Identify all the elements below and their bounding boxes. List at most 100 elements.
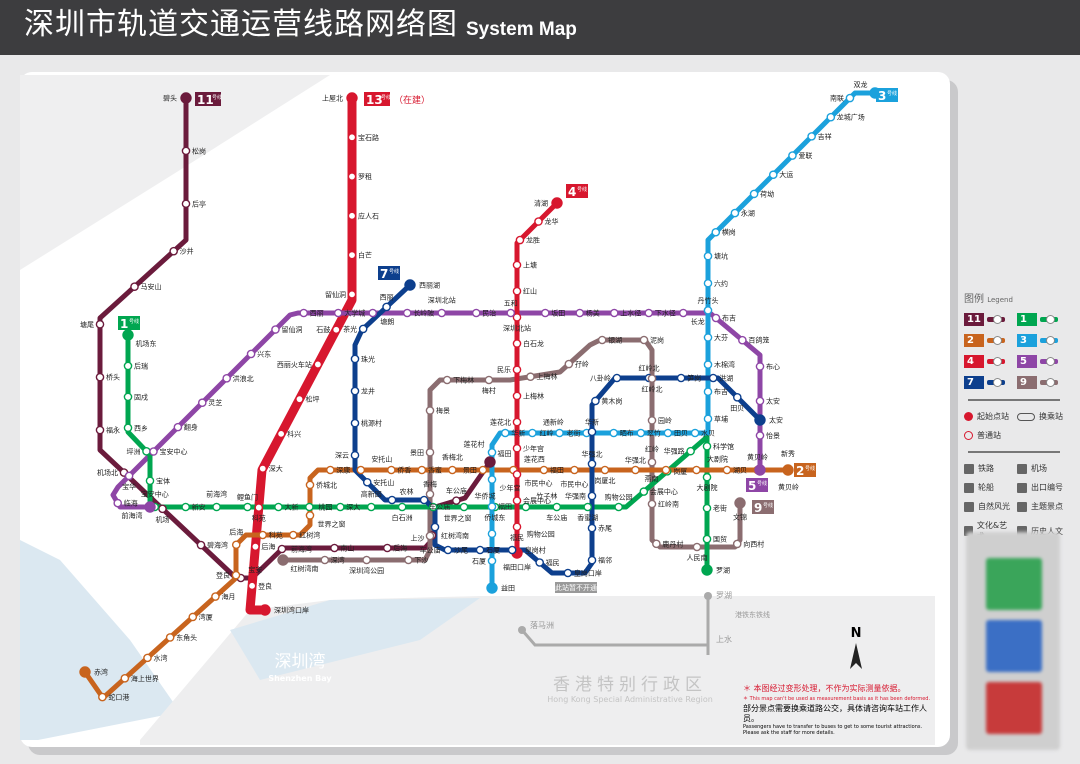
station-marker[interactable] [722,465,732,475]
station-marker[interactable] [254,503,264,512]
station-marker[interactable] [350,450,360,460]
station-marker[interactable] [402,308,412,318]
station-marker[interactable] [258,530,268,540]
station-marker[interactable] [512,391,522,401]
station-marker[interactable] [231,540,241,550]
station-marker[interactable] [347,132,357,142]
station-marker[interactable] [196,540,206,550]
station-marker[interactable] [475,545,485,555]
station-marker[interactable] [733,393,742,402]
station-marker[interactable] [644,308,654,318]
station-marker[interactable] [326,465,335,475]
station-marker[interactable] [512,339,522,348]
station-marker[interactable] [575,308,585,318]
station-marker[interactable] [330,543,339,553]
station-marker[interactable] [335,502,345,512]
station-marker[interactable] [703,360,713,369]
station-marker[interactable] [350,418,360,428]
station-marker[interactable] [636,428,646,438]
station-marker[interactable] [305,480,315,490]
station-marker[interactable] [597,335,607,345]
station-marker[interactable] [631,465,640,475]
station-marker[interactable] [383,543,392,553]
station-marker[interactable] [425,531,435,541]
station-marker[interactable] [258,464,268,473]
station-marker[interactable] [551,197,563,209]
station-marker[interactable] [425,489,435,499]
station-marker[interactable] [563,568,573,578]
station-marker[interactable] [676,373,686,383]
station-marker[interactable] [165,633,175,642]
station-marker[interactable] [180,92,192,104]
station-marker[interactable] [711,313,721,323]
station-marker[interactable] [425,406,435,415]
station-marker[interactable] [197,398,207,408]
station-marker[interactable] [404,555,413,565]
station-marker[interactable] [512,260,522,270]
station-marker[interactable] [259,604,271,616]
station-marker[interactable] [703,306,713,315]
station-marker[interactable] [382,302,391,312]
station-marker[interactable] [663,428,673,438]
station-marker[interactable] [149,447,158,456]
station-marker[interactable] [169,246,178,256]
station-marker[interactable] [397,502,407,512]
station-marker[interactable] [845,93,855,103]
station-marker[interactable] [243,502,252,512]
station-marker[interactable] [484,456,496,468]
station-marker[interactable] [512,496,522,505]
station-marker[interactable] [507,545,517,555]
line-3-route[interactable] [489,90,875,588]
line-7-route[interactable] [352,283,762,576]
station-marker[interactable] [368,308,378,318]
station-marker[interactable] [702,472,712,482]
station-marker[interactable] [487,475,497,484]
station-marker[interactable] [587,427,597,437]
station-marker[interactable] [539,465,549,475]
station-marker[interactable] [346,92,358,104]
station-marker[interactable] [188,612,198,622]
station-marker[interactable] [686,446,695,456]
station-marker[interactable] [145,476,155,486]
station-marker[interactable] [387,495,397,505]
station-marker[interactable] [271,325,280,334]
station-marker[interactable] [512,417,522,427]
station-marker[interactable] [535,558,544,567]
station-marker[interactable] [130,282,139,292]
station-marker[interactable] [211,592,220,601]
station-marker[interactable] [647,457,657,467]
station-marker[interactable] [807,132,816,141]
station-marker[interactable] [452,496,461,505]
station-marker[interactable] [79,666,91,678]
station-marker[interactable] [404,279,416,291]
station-marker[interactable] [222,374,231,383]
station-marker[interactable] [320,555,330,565]
station-marker[interactable] [702,534,712,544]
station-marker[interactable] [356,465,366,475]
station-marker[interactable] [703,333,713,342]
station-marker[interactable] [487,448,497,457]
station-marker[interactable] [142,447,151,456]
station-marker[interactable] [782,464,794,476]
station-marker[interactable] [471,308,481,318]
station-marker[interactable] [487,556,497,566]
station-marker[interactable] [122,329,134,341]
station-marker[interactable] [417,465,427,475]
station-marker[interactable] [443,545,453,555]
station-marker[interactable] [639,487,649,496]
station-marker[interactable] [512,286,522,296]
station-marker[interactable] [587,491,597,501]
station-marker[interactable] [754,414,766,426]
station-marker[interactable] [703,387,713,397]
station-marker[interactable] [362,555,371,565]
station-marker[interactable] [277,544,287,554]
station-marker[interactable] [113,498,123,508]
station-marker[interactable] [231,570,241,580]
station-marker[interactable] [123,361,133,371]
station-marker[interactable] [484,375,494,385]
station-marker[interactable] [526,372,535,382]
station-marker[interactable] [661,465,671,475]
station-marker[interactable] [701,564,713,576]
station-marker[interactable] [652,539,661,549]
